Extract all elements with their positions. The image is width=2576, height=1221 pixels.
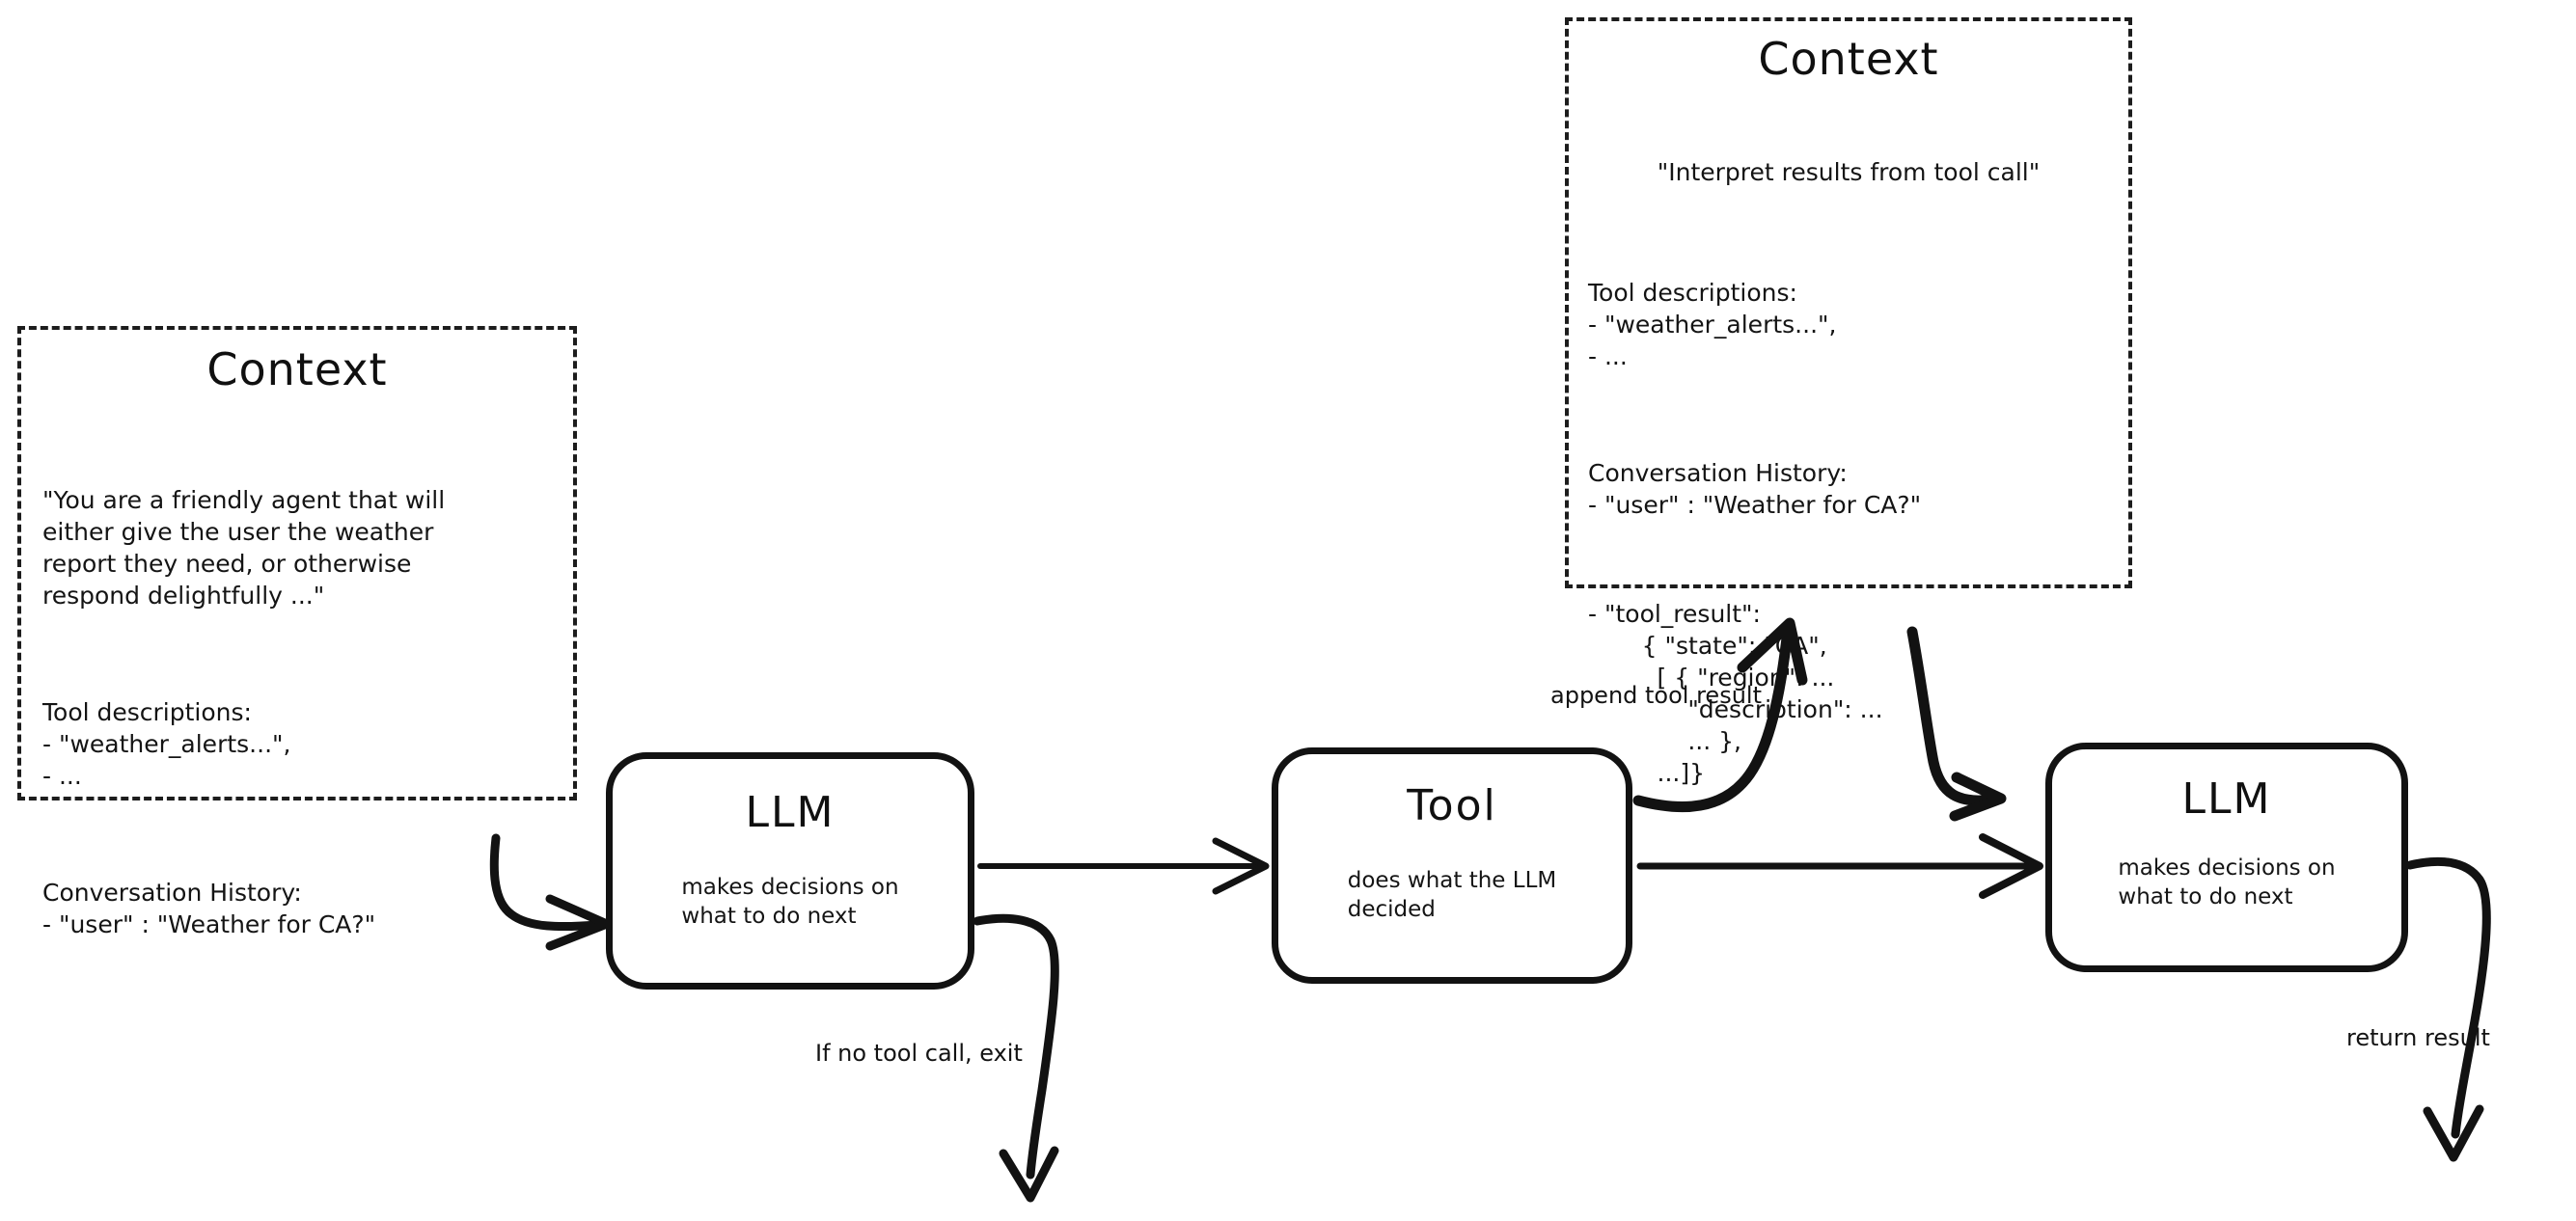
node-subtitle: does what the LLM decided — [1347, 868, 1557, 922]
arrow-llm-first-to-tool — [977, 837, 1270, 895]
context-conversation-history: Conversation History: - "user" : "Weathe… — [1588, 459, 1922, 519]
node-title: Tool — [1407, 781, 1497, 830]
arrow-llm-second-return-result — [2405, 856, 2491, 1162]
node-llm-first[interactable]: LLM makes decisions on what to do next — [606, 752, 974, 990]
context-tool-descriptions: Tool descriptions: - "weather_alerts..."… — [42, 698, 291, 790]
context-title: Context — [1758, 33, 1939, 85]
context-title: Context — [206, 343, 388, 395]
node-tool[interactable]: Tool does what the LLM decided — [1272, 747, 1632, 984]
context-box-after-tool: Context "Interpret results from tool cal… — [1565, 17, 2132, 787]
context-conversation-history: Conversation History: - "user" : "Weathe… — [42, 879, 376, 938]
node-title: LLM — [745, 788, 836, 837]
context-instruction: "Interpret results from tool call" — [1657, 158, 2041, 186]
context-box-initial: Context "You are a friendly agent that w… — [17, 326, 577, 938]
node-subtitle: makes decisions on what to do next — [681, 875, 899, 929]
node-llm-second[interactable]: LLM makes decisions on what to do next — [2045, 743, 2408, 972]
node-title: LLM — [2181, 774, 2272, 824]
edge-label-return-result: return result — [2346, 1024, 2490, 1051]
context-system-prompt: "You are a friendly agent that will eith… — [42, 486, 446, 610]
edge-label-if-no-tool-call-exit: If no tool call, exit — [815, 1040, 1023, 1067]
node-subtitle: makes decisions on what to do next — [2118, 855, 2336, 909]
edge-label-append-tool-result: append tool result — [1550, 682, 1762, 709]
context-tool-descriptions: Tool descriptions: - "weather_alerts..."… — [1588, 279, 1837, 370]
